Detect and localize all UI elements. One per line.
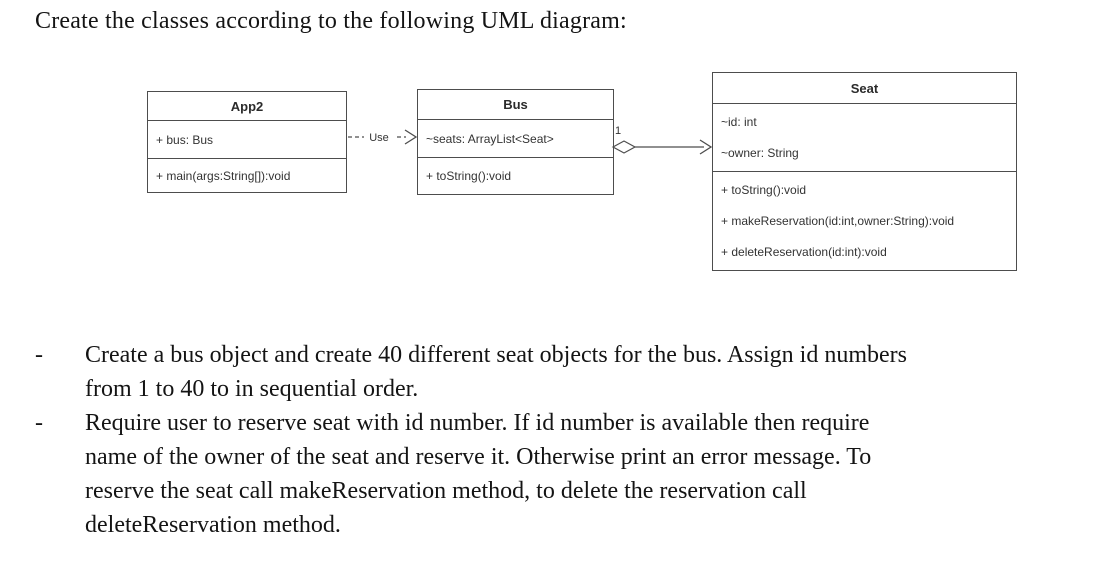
bullet-dash: - bbox=[35, 410, 43, 436]
uml-class-seat-methods: + toString():void + makeReservation(id:i… bbox=[713, 172, 1016, 270]
list-item-text: Require user to reserve seat with id num… bbox=[85, 406, 1087, 542]
list-item-text: Create a bus object and create 40 differ… bbox=[85, 338, 1087, 406]
uml-method: + deleteReservation(id:int):void bbox=[721, 245, 887, 260]
uml-class-app2-attributes: + bus: Bus bbox=[148, 121, 346, 159]
uml-attribute: ~seats: ArrayList<Seat> bbox=[426, 131, 554, 146]
uml-attribute: ~id: int bbox=[721, 114, 757, 129]
dependency-label-background bbox=[364, 129, 395, 144]
uml-method: + toString():void bbox=[721, 182, 807, 197]
uml-class-app2-methods: + main(args:String[]):void bbox=[148, 159, 346, 192]
uml-class-seat-name: Seat bbox=[713, 73, 1016, 104]
instructions-list: - Create a bus object and create 40 diff… bbox=[35, 338, 1087, 542]
page-title: Create the classes according to the foll… bbox=[35, 8, 627, 34]
uml-class-app2: App2 + bus: Bus + main(args:String[]):vo… bbox=[147, 91, 347, 193]
uml-attribute: + bus: Bus bbox=[156, 132, 214, 147]
aggregation-diamond-icon bbox=[611, 140, 637, 154]
uml-method: + toString():void bbox=[426, 169, 512, 183]
uml-class-bus-methods: + toString():void bbox=[418, 158, 613, 194]
dependency-label: Use bbox=[369, 132, 389, 144]
uml-attribute: ~owner: String bbox=[721, 146, 799, 161]
dependency-arrow-use: Use bbox=[348, 129, 418, 145]
uml-class-bus-name: Bus bbox=[418, 90, 613, 120]
uml-method: + main(args:String[]):void bbox=[156, 168, 291, 183]
bullet-dash: - bbox=[35, 342, 43, 368]
list-item: - Create a bus object and create 40 diff… bbox=[35, 338, 1087, 406]
multiplicity-label: 1 bbox=[615, 125, 621, 137]
uml-class-seat-attributes: ~id: int ~owner: String bbox=[713, 104, 1016, 172]
uml-class-bus-attributes: ~seats: ArrayList<Seat> bbox=[418, 120, 613, 158]
list-item: - Require user to reserve seat with id n… bbox=[35, 406, 1087, 542]
text-line: name of the owner of the seat and reserv… bbox=[85, 444, 872, 470]
uml-class-app2-name: App2 bbox=[148, 92, 346, 121]
text-line: deleteReservation method. bbox=[85, 512, 341, 538]
open-arrowhead-icon bbox=[699, 139, 713, 155]
uml-class-seat: Seat ~id: int ~owner: String + toString(… bbox=[712, 72, 1017, 271]
text-line: reserve the seat call makeReservation me… bbox=[85, 478, 807, 504]
text-line: Create a bus object and create 40 differ… bbox=[85, 342, 907, 368]
text-line: from 1 to 40 to in sequential order. bbox=[85, 376, 419, 402]
uml-method: + makeReservation(id:int,owner:String):v… bbox=[721, 213, 955, 228]
text-line: Require user to reserve seat with id num… bbox=[85, 410, 870, 436]
aggregation-arrow: 1 bbox=[611, 125, 713, 155]
uml-class-bus: Bus ~seats: ArrayList<Seat> + toString()… bbox=[417, 89, 614, 195]
open-arrowhead-icon bbox=[404, 129, 418, 145]
